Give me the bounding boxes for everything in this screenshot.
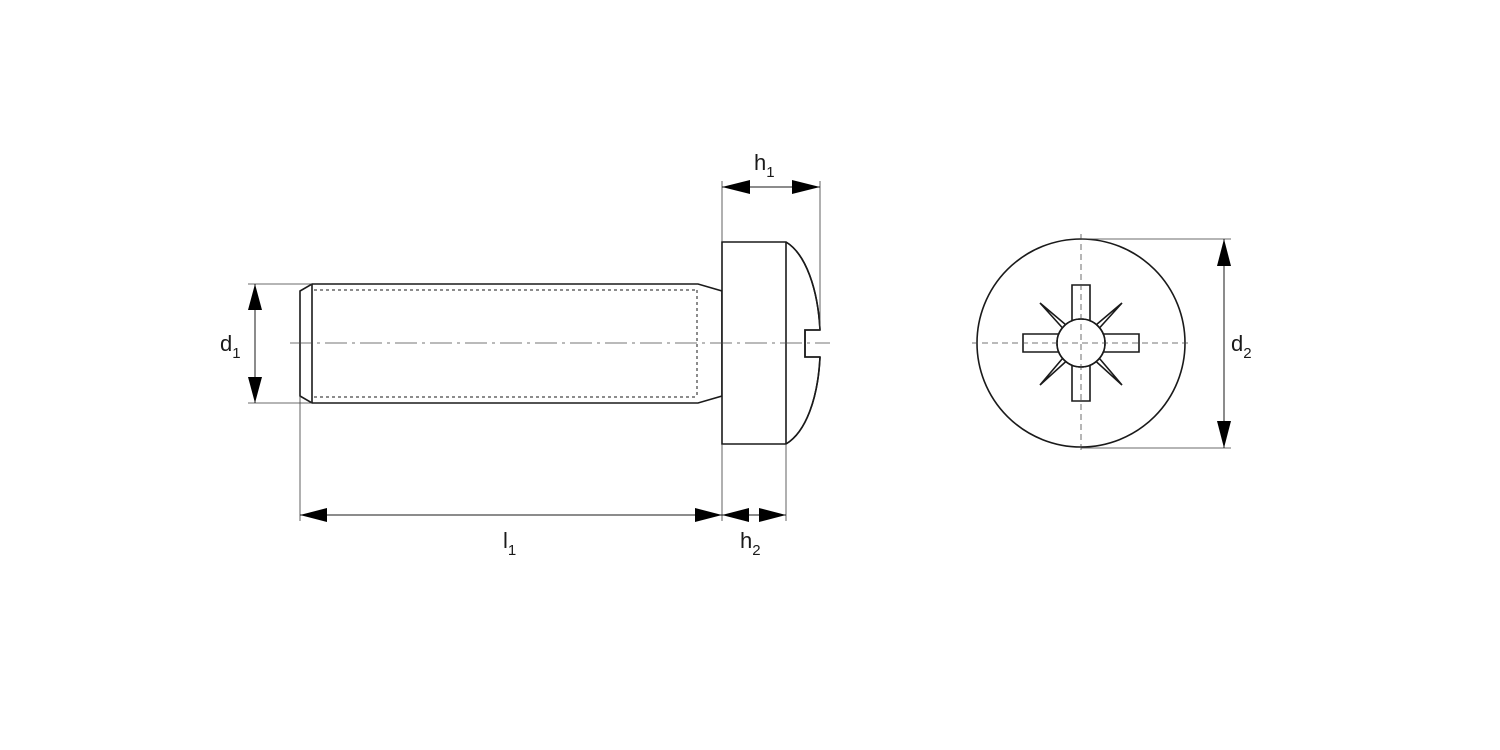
dimension-label-d2: d2: [1231, 331, 1252, 362]
head-dome: [785, 241, 821, 445]
shank-outline: [299, 283, 723, 404]
dimension-label-h2: h2: [740, 528, 761, 559]
recess-cross-inner: [1058, 320, 1104, 366]
dimension-h2: h2: [722, 444, 787, 559]
dimension-l1: l1: [299, 396, 723, 559]
screw-end-view: [972, 234, 1190, 452]
dimension-d1: d1: [220, 283, 312, 404]
dimension-label-d1: d1: [220, 331, 241, 362]
dimension-label-h1: h1: [754, 150, 775, 181]
screw-side-view: [290, 241, 830, 445]
dimension-h1: h1: [721, 150, 821, 330]
dimension-d2: d2: [1081, 238, 1252, 449]
dimension-label-l1: l1: [503, 528, 516, 559]
head-recess-slot: [804, 329, 820, 358]
